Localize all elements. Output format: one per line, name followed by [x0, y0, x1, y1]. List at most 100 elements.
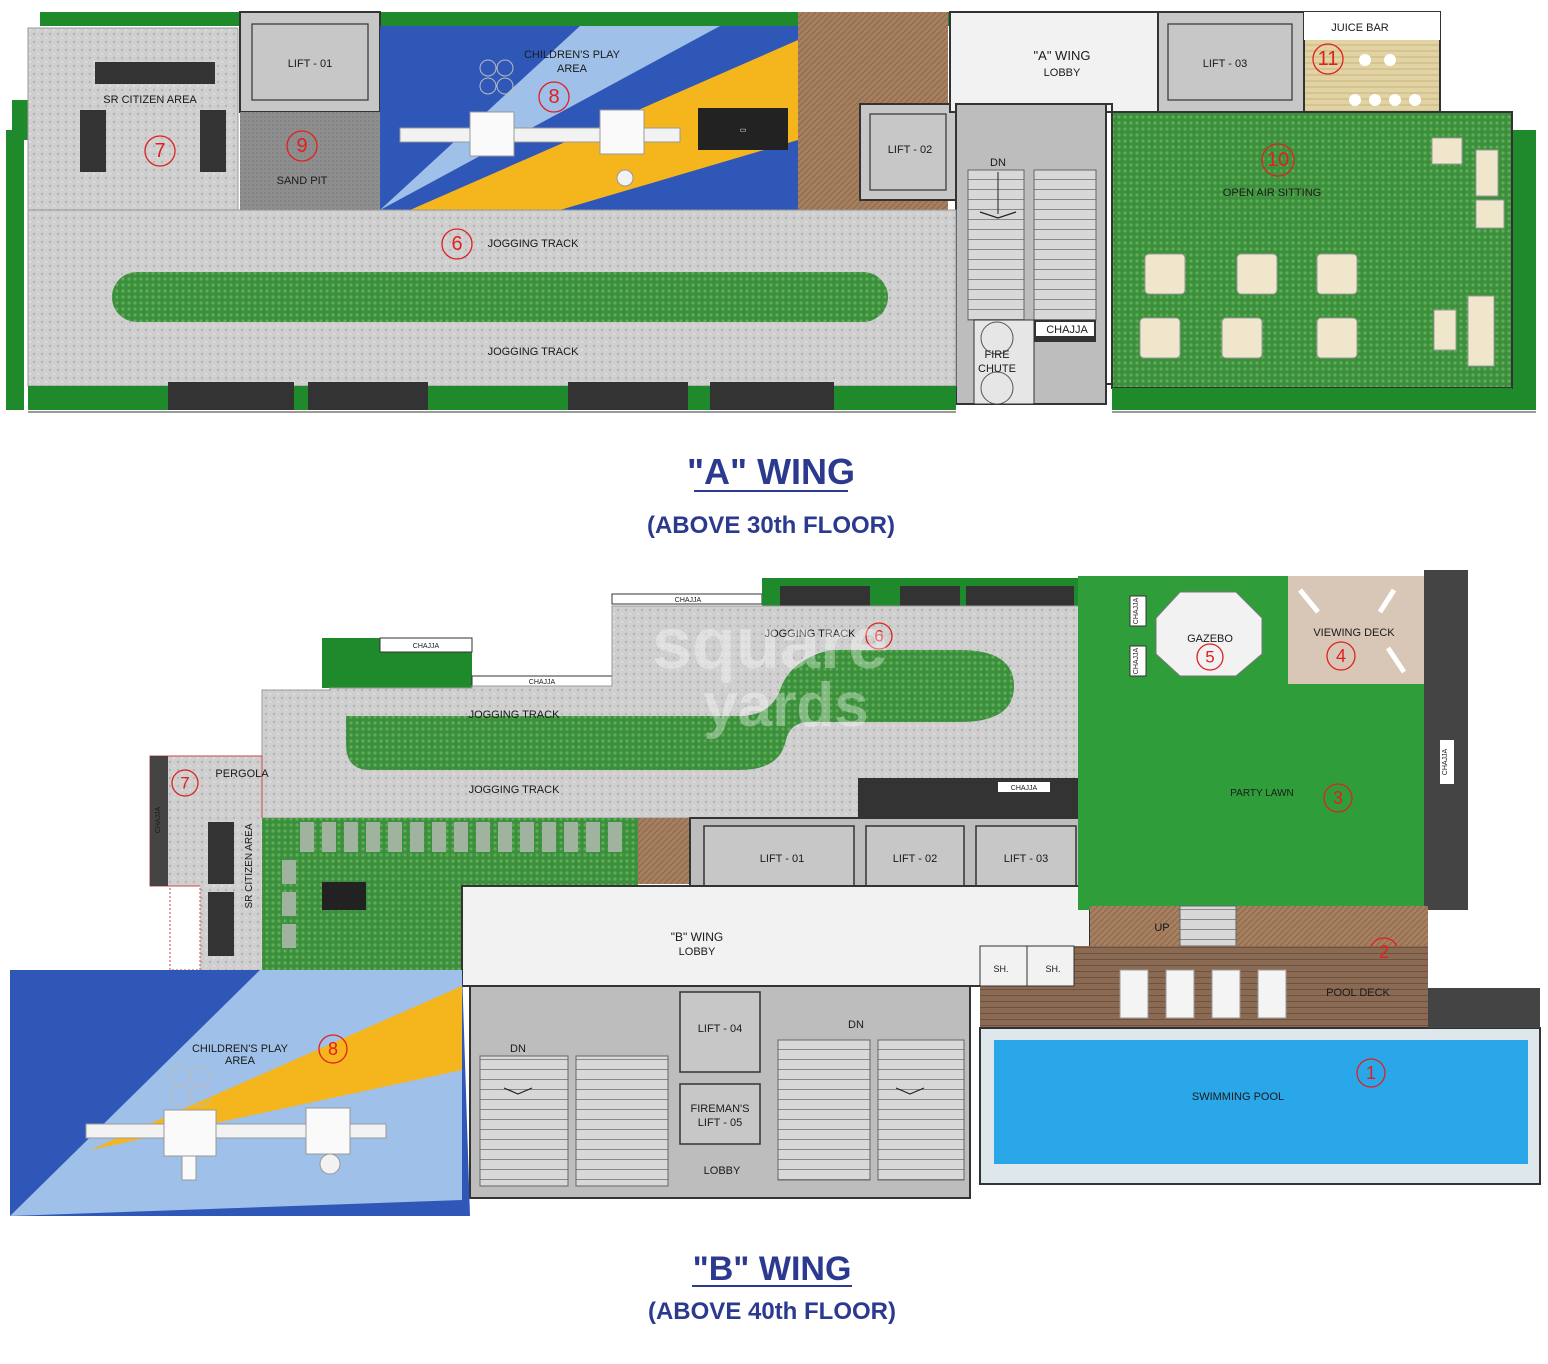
b-lift-02: [865, 825, 965, 887]
b-num-8: 8: [328, 1039, 338, 1059]
b-chajja-5: CHAJJA: [1133, 597, 1140, 624]
b-play-area-label-2: AREA: [225, 1055, 256, 1067]
a-num-11: 11: [1318, 48, 1339, 70]
a-wing-lobby-label: LOBBY: [1044, 67, 1081, 79]
b-chajja-6: CHAJJA: [1133, 647, 1140, 674]
a-open-air-label: OPEN AIR SITTING: [1223, 187, 1321, 199]
b-pergola-label: PERGOLA: [215, 768, 269, 780]
a-hedge-top-left: [40, 12, 240, 26]
b-dn-label-right: DN: [848, 1019, 864, 1031]
a-stair-right: [1033, 169, 1097, 321]
a-stair-left: [967, 169, 1025, 321]
b-lift-03-label: LIFT - 03: [1004, 853, 1048, 865]
watermark-line1: square: [652, 604, 888, 684]
a-play-light-wedge: [380, 26, 720, 210]
a-bench-3: [200, 110, 226, 172]
a-hedge-left-top: [12, 100, 28, 140]
b-num-2: 2: [1379, 942, 1389, 962]
a-num-6: 6: [451, 233, 462, 255]
a-hedge-right: [1512, 130, 1536, 410]
b-swimming-pool: [994, 1040, 1528, 1164]
b-jogging-label-bottom: JOGGING TRACK: [469, 784, 561, 796]
a-num-6-circle: [441, 228, 473, 260]
b-num-3: 3: [1333, 788, 1343, 808]
a-sand-pit: [240, 112, 380, 210]
b-firemans-lift-line1: FIREMAN'S: [691, 1103, 750, 1115]
a-dn-label: DN: [990, 157, 1006, 169]
b-wing-lobby-label: LOBBY: [679, 946, 716, 958]
a-wing-caption-title: "A" WING: [687, 451, 855, 492]
a-lift-02: [859, 103, 957, 201]
a-fire-label: FIRE: [984, 349, 1009, 361]
b-num-6-circle: [865, 622, 893, 650]
a-jogging-label-top: JOGGING TRACK: [488, 238, 580, 250]
b-wing-plan: CHAJJA CHAJJA CHAJJA JOGGING TRACK 6 JOG…: [10, 570, 1541, 1216]
a-bench-1: [95, 62, 215, 84]
b-lift-03: [975, 825, 1077, 887]
a-bench-2: [80, 110, 106, 172]
b-play-yellow-wedge: [90, 986, 462, 1150]
b-party-lawn-label: PARTY LAWN: [1230, 788, 1294, 799]
a-wing-caption-sub: (ABOVE 30th FLOOR): [647, 512, 895, 539]
a-jogging-label-bottom: JOGGING TRACK: [488, 346, 580, 358]
b-lift-04: [679, 991, 761, 1073]
b-wing-caption-title: "B" WING: [693, 1250, 852, 1288]
b-sh-2-label-top: SH.: [1045, 964, 1060, 974]
b-wing-lobby-title: "B" WING: [671, 930, 724, 944]
b-sr-citizen-label: SR CITIZEN AREA: [244, 823, 255, 908]
b-jogging-label-mid: JOGGING TRACK: [469, 709, 561, 721]
b-chajja-1: CHAJJA: [413, 643, 440, 650]
b-lift-01: [703, 825, 855, 887]
a-num-7: 7: [154, 140, 165, 162]
b-firemans-lift-line2: LIFT - 05: [698, 1117, 742, 1129]
a-fire-chute: [973, 319, 1035, 405]
a-wing-plan: SR CITIZEN AREA 7 LIFT - 01 9 SAND PIT ▭…: [6, 11, 1536, 413]
a-num-8-circle: [538, 81, 570, 113]
a-num-10-circle: [1261, 143, 1295, 177]
b-play-area-label-1: CHILDREN'S PLAY: [192, 1043, 289, 1055]
a-play-area-label-2: AREA: [557, 63, 588, 75]
a-sand-pit-label: SAND PIT: [277, 175, 328, 187]
b-chajja-left: CHAJJA: [155, 806, 162, 833]
b-num-7-circle: [171, 769, 199, 797]
a-play-area-label-1: CHILDREN'S PLAY: [524, 49, 621, 61]
a-hedge-left: [6, 130, 24, 410]
a-sr-citizen-label: SR CITIZEN AREA: [103, 94, 197, 106]
b-lobby-small-label: LOBBY: [704, 1165, 741, 1177]
b-sh-1-label-top: SH.: [993, 964, 1008, 974]
b-chajja-2: CHAJJA: [529, 679, 556, 686]
b-wood-strip: [638, 818, 690, 884]
b-gazebo-label: GAZEBO: [1187, 633, 1233, 645]
b-lift-04-label: LIFT - 04: [698, 1023, 742, 1035]
a-num-9-circle: [286, 130, 318, 162]
b-num-5: 5: [1205, 648, 1214, 667]
b-swimming-pool-label: SWIMMING POOL: [1192, 1091, 1284, 1103]
a-jogging-lawn: [112, 272, 888, 322]
b-viewing-deck-label: VIEWING DECK: [1313, 627, 1395, 639]
b-num-4-circle: [1326, 641, 1356, 671]
a-chajja-label: CHAJJA: [1046, 324, 1088, 336]
b-chajja-7: CHAJJA: [1442, 748, 1449, 775]
b-jogging-lawn: [346, 650, 1014, 770]
a-num-9: 9: [296, 135, 307, 157]
a-wing-lobby-title: "A" WING: [1034, 48, 1091, 63]
a-chute-label: CHUTE: [978, 363, 1016, 375]
watermark-line2: yards: [703, 671, 868, 740]
b-num-5-circle: [1196, 643, 1224, 671]
b-num-1: 1: [1366, 1063, 1376, 1083]
a-num-11-circle: [1312, 43, 1344, 75]
b-lift-02-label: LIFT - 02: [893, 853, 937, 865]
b-num-4: 4: [1336, 646, 1346, 666]
b-num-7: 7: [180, 774, 189, 793]
a-num-8: 8: [548, 86, 559, 108]
b-chajja-3: CHAJJA: [675, 597, 702, 604]
b-firemans-lift: [679, 1083, 761, 1145]
b-jogging-label-top: JOGGING TRACK: [765, 628, 857, 640]
a-lift-02-label: LIFT - 02: [888, 144, 932, 156]
b-num-8-circle: [318, 1034, 348, 1064]
b-dn-label-left: DN: [510, 1043, 526, 1055]
b-wing-caption-sub: (ABOVE 40th FLOOR): [648, 1298, 896, 1325]
a-lift-03-label: LIFT - 03: [1203, 58, 1247, 70]
b-num-1-circle: [1356, 1058, 1386, 1088]
